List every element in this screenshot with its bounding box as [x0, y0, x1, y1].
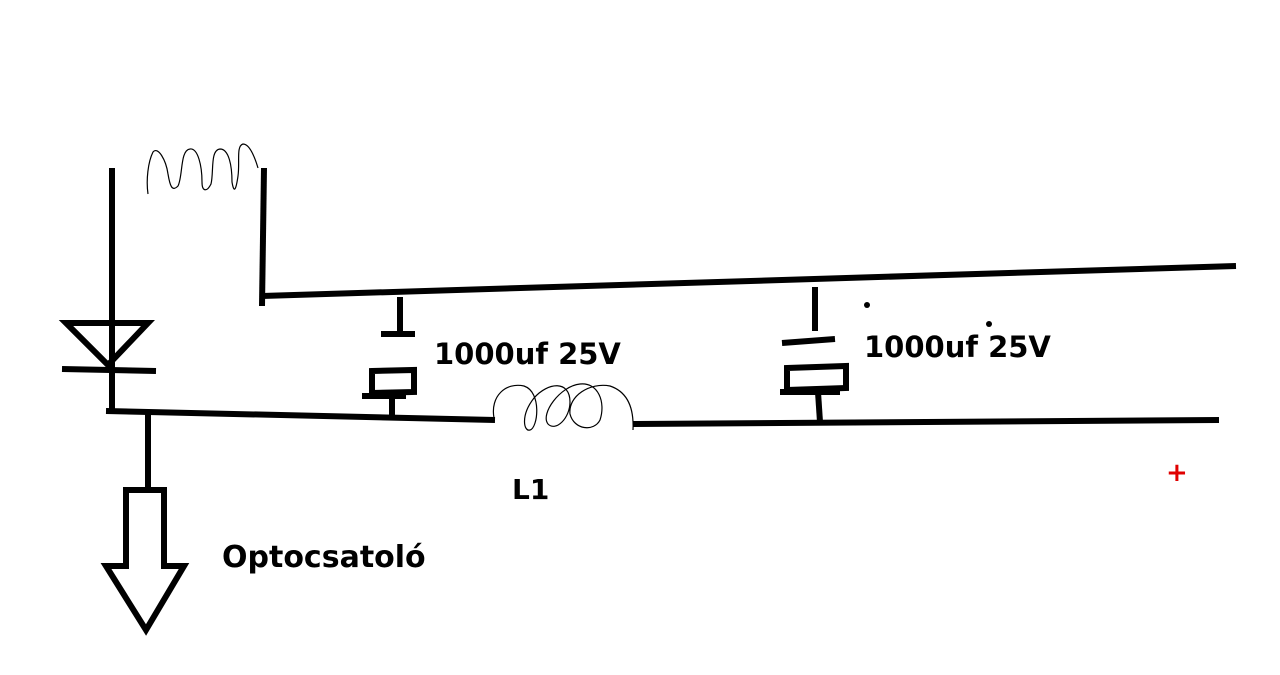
- bottom-rail-right-wire: [632, 417, 1220, 427]
- optocoupler-label: Optocsatoló: [222, 540, 426, 575]
- capacitor-c1: [362, 297, 417, 415]
- inductor-label: L1: [512, 473, 550, 506]
- positive-terminal-label: +: [1166, 458, 1188, 488]
- capacitor-c1-label: 1000uf 25V: [434, 337, 621, 371]
- optocoupler-arrow: [100, 413, 190, 636]
- stray-dot: [864, 302, 870, 308]
- bottom-rail-left-wire: [105, 408, 496, 423]
- capacitor-c2-label: 1000uf 25V: [864, 330, 1051, 364]
- inductor-l1: [492, 383, 634, 431]
- stray-dot: [986, 321, 992, 327]
- capacitor-c2: [780, 287, 849, 423]
- top-rail-wire: [261, 263, 1237, 299]
- diode-symbol: [58, 320, 157, 374]
